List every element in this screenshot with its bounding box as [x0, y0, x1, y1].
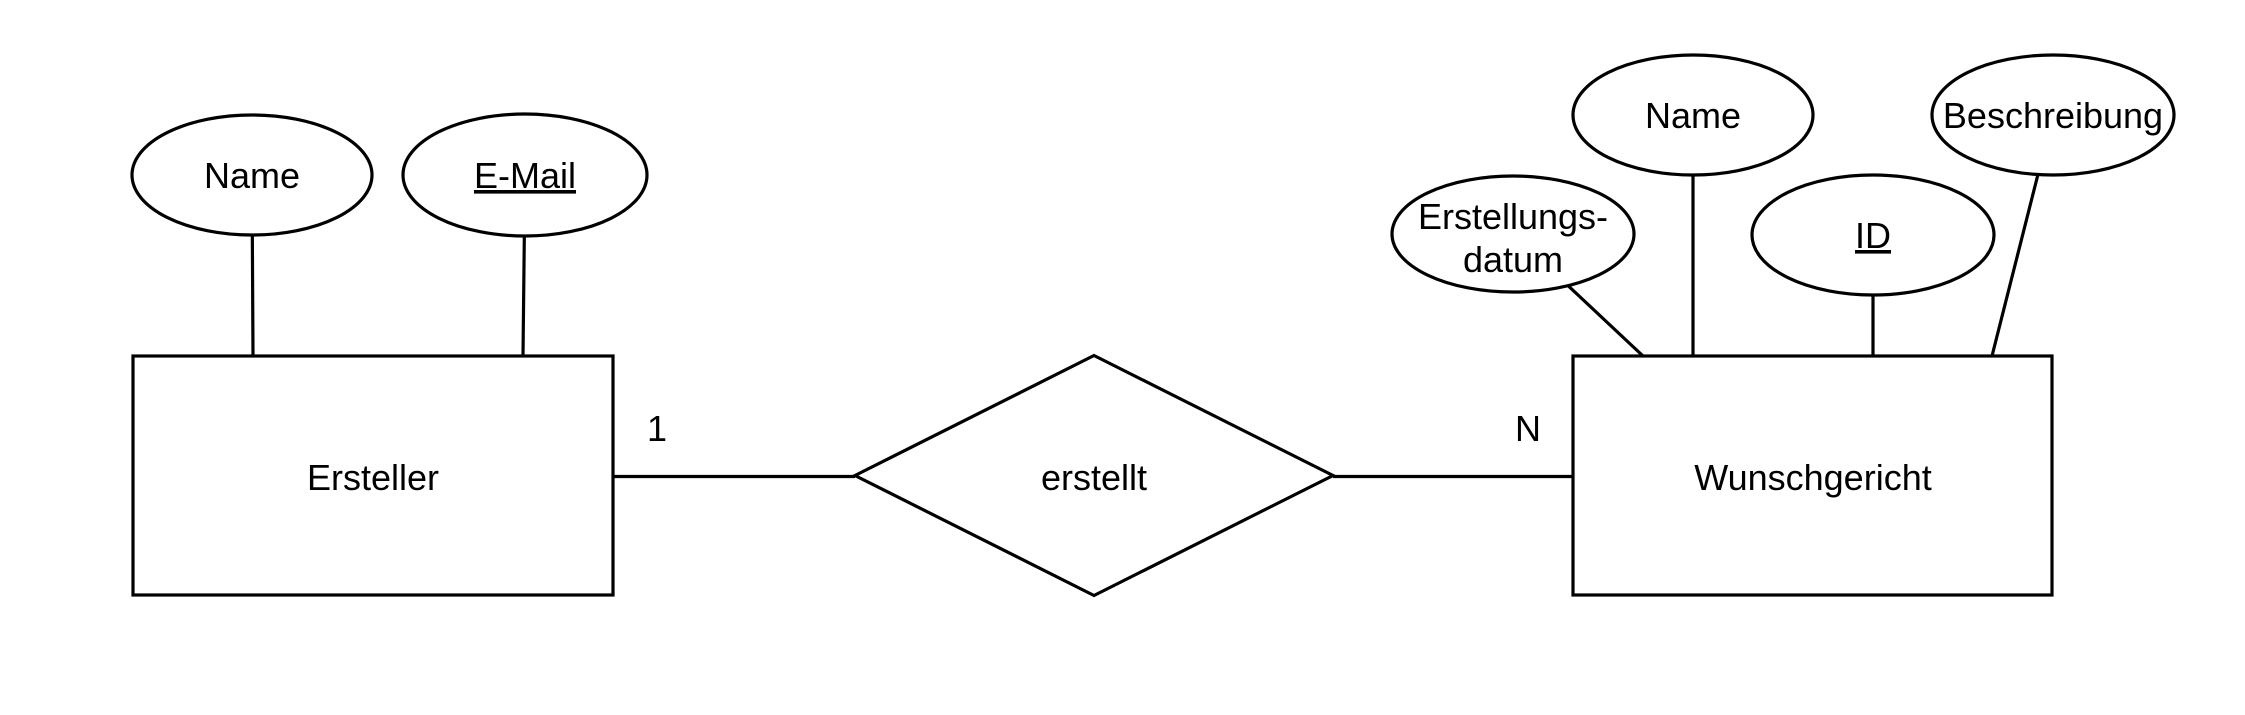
attribute-wunschgericht-erstellungsdatum-label-line1: Erstellungs-	[1418, 196, 1608, 237]
entity-wunschgericht-label: Wunschgericht	[1694, 457, 1931, 498]
cardinality-right-label: N	[1515, 408, 1541, 449]
attribute-wunschgericht-id-ellipse	[1750, 173, 1996, 297]
entity-ersteller-label: Ersteller	[307, 457, 439, 498]
attribute-wunschgericht-name-label: Name	[1645, 95, 1741, 136]
attribute-ersteller-email-label: E-Mail	[474, 155, 576, 196]
attribute-wunschgericht-id-label: ID	[1855, 215, 1891, 256]
attribute-wunschgericht-name-ellipse	[1571, 53, 1815, 177]
attribute-wunschgericht-erstellungsdatum-label-line2: datum	[1463, 239, 1563, 280]
relationship-erstellt-label: erstellt	[1041, 457, 1147, 498]
attribute-ersteller-email-ellipse	[401, 112, 649, 238]
entity-ersteller-box	[131, 354, 615, 597]
entity-wunschgericht-box	[1571, 354, 2054, 597]
attribute-wunschgericht-beschreibung-ellipse	[1930, 53, 2176, 177]
cardinality-left-label: 1	[647, 408, 667, 449]
attribute-ersteller-name-ellipse	[130, 113, 374, 237]
attribute-wunschgericht-beschreibung-label: Beschreibung	[1943, 95, 2163, 136]
attribute-wunschgericht-erstellungsdatum-ellipse	[1390, 174, 1636, 294]
attribute-ersteller-name-label: Name	[204, 155, 300, 196]
relationship-erstellt-diamond	[851, 353, 1337, 598]
